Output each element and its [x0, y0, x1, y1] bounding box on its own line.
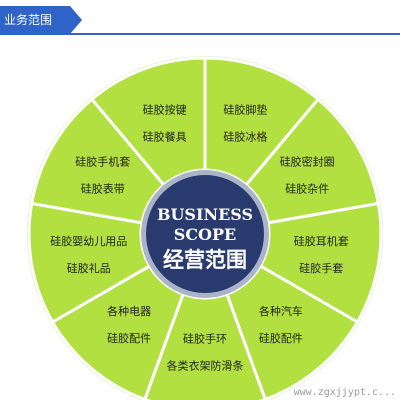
- segment-label: 硅胶杂件: [285, 182, 329, 196]
- segment-label: 硅胶手环: [183, 332, 227, 346]
- segment-label: 硅胶配件: [259, 331, 303, 345]
- center-title-line1: BUSINESS: [157, 205, 253, 224]
- segment-label: 硅胶密封圈: [280, 155, 335, 169]
- header-tab: [0, 6, 82, 34]
- segment-label: 硅胶表带: [81, 182, 125, 196]
- header-divider: [0, 33, 400, 35]
- segment-label: 硅胶婴幼儿用品: [50, 234, 127, 248]
- center-circle: [146, 175, 264, 293]
- segment-label: 硅胶配件: [107, 331, 151, 345]
- center-title-cn: 经营范围: [163, 248, 247, 272]
- segment-label: 硅胶脚垫: [223, 103, 267, 117]
- segment-label: 硅胶餐具: [143, 130, 187, 144]
- watermark: www.zgxjjypt.c...: [293, 387, 396, 398]
- segment-label: 硅胶手套: [299, 261, 343, 275]
- segment-label: 硅胶手机套: [75, 155, 130, 169]
- segment-label: 各种电器: [107, 304, 151, 318]
- segment-label: 硅胶冰格: [223, 130, 267, 144]
- header-title: 业务范围: [4, 13, 53, 27]
- segment-label: 各种汽车: [259, 304, 303, 318]
- segment-label: 硅胶礼品: [67, 261, 111, 275]
- segment-label: 硅胶耳机套: [294, 234, 349, 248]
- center-title-line2: SCOPE: [174, 225, 236, 244]
- segment-label: 硅胶按键: [143, 103, 187, 117]
- segment-label: 各类衣架防滑条: [167, 359, 244, 373]
